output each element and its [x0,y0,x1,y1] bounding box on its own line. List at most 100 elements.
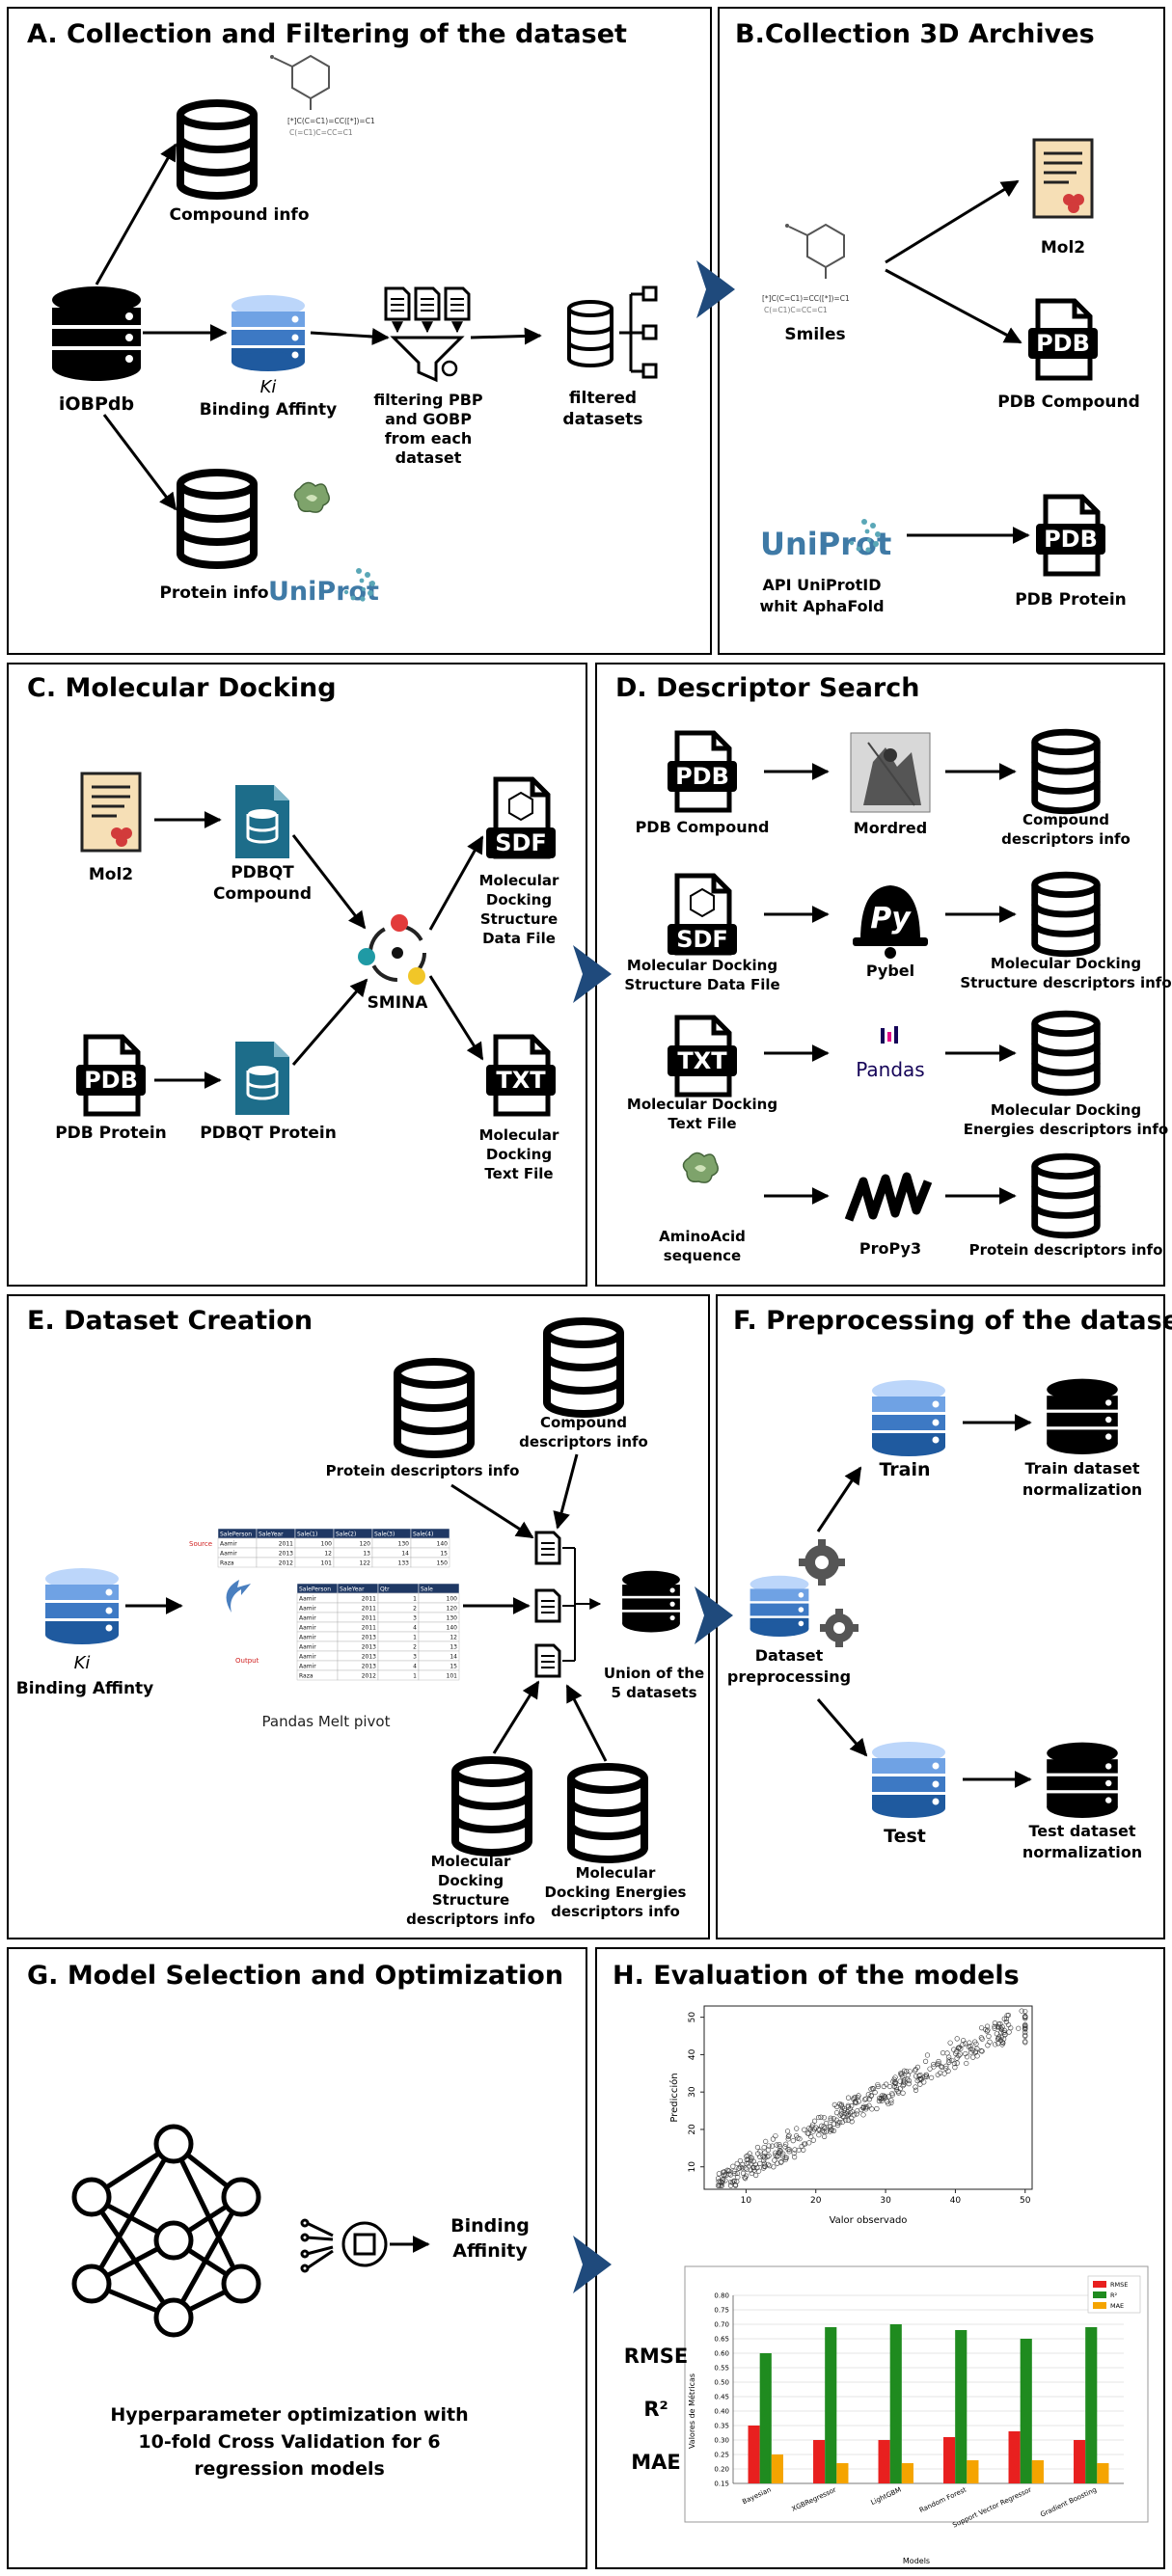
bar-rmse [813,2440,826,2483]
scatter-point [955,2046,962,2051]
scatter-point [1022,2022,1028,2029]
scatter-point [985,2027,991,2033]
scatter-point [744,2166,750,2172]
scatter-point [856,2093,861,2099]
scatter-ytick-label: 50 [688,2012,697,2023]
d-row3-output-line2: Energies descriptors info [964,1121,1168,1138]
scatter-point [927,2066,933,2072]
scatter-point [732,2168,738,2174]
scatter-point [881,2083,886,2090]
d-row4-input-line1: AminoAcid [659,1228,746,1245]
scatter-point [792,2155,798,2160]
output-table-cell-text: 12 [450,1635,457,1641]
output-table-cell-text: 3 [413,1615,417,1622]
scatter-point [811,2127,817,2132]
scatter-point [992,2023,997,2029]
scatter-point [957,2051,963,2057]
mol2-document-icon [1032,138,1094,219]
scatter-point [998,2025,1004,2031]
scatter-point [722,2178,728,2183]
scatter-point [743,2173,750,2179]
txt-label-line2: Docking [486,1146,552,1163]
bar-rmse [1074,2440,1086,2483]
scatter-point [906,2081,912,2087]
scatter-point [811,2118,818,2124]
sdf-label-line2: Docking [486,891,552,908]
test-database-icon [872,1742,945,1818]
source-table-cell-text: 140 [437,1541,449,1548]
scatter-point [845,2095,852,2101]
scatter-point [763,2138,769,2145]
scatter-point [869,2106,875,2112]
scatter-point [973,2048,979,2054]
r2-label: R² [643,2398,668,2421]
bar-mae [1031,2460,1044,2483]
scatter-point [720,2178,725,2183]
scatter-point [939,2064,945,2071]
scatter-point [791,2151,797,2156]
svg-text:Py: Py [870,902,912,935]
train-label: Train [879,1459,930,1480]
output-table-cell-text: 15 [450,1664,457,1670]
api-label-line1: API UniProtID [763,576,882,594]
scatter-point [828,2127,834,2132]
bar-ytick-label: 0.20 [714,2466,729,2474]
pdb-protein-label: PDB Protein [55,1124,167,1143]
output-table-header-text: Sale [421,1586,433,1593]
output-table-header-text: SaleYear [340,1586,365,1593]
d-row4-input-line2: sequence [664,1247,741,1264]
scatter-point [865,2092,871,2098]
molecule-icon [784,223,845,280]
scatter-point [755,2151,761,2156]
scatter-point [718,2183,723,2188]
compound-descriptors-label-line1: Compound [540,1414,627,1431]
scatter-ytick-label: 20 [688,2124,697,2135]
train-normalized-database-icon [1047,1378,1118,1454]
gears-icon [799,1539,859,1647]
mordred-image [850,732,931,813]
scatter-point [998,2029,1004,2035]
smiles-label: Smiles [784,325,845,344]
scatter-point [766,2143,772,2149]
scatter-point [813,2125,819,2130]
scatter-point [968,2043,973,2049]
scatter-point [984,2023,991,2029]
bar-mae [1097,2463,1109,2483]
scatter-point [730,2163,736,2169]
source-table-header-text: SaleYear [259,1532,284,1538]
bar-ytick-label: 0.65 [714,2336,729,2344]
source-table-cell-text: 2012 [279,1560,293,1567]
scatter-point [816,2114,822,2121]
test-norm-label-line1: Test dataset [1028,1822,1135,1840]
source-table-header-text: Sale(1) [297,1532,317,1538]
d-row4-tool: ProPy3 [859,1239,921,1258]
scatter-point [740,2170,747,2176]
scatter-point [734,2160,740,2166]
scatter-point [833,2117,839,2123]
scatter-point [952,2065,958,2071]
scatter-point [849,2103,855,2109]
scatter-point [936,2060,941,2067]
scatter-point [833,2110,840,2116]
scatter-point [939,2064,944,2070]
iobpdb-database-icon [52,286,141,381]
scatter-point [993,2042,998,2047]
scatter-point [782,2155,788,2161]
output-table-cell-text: 4 [413,1664,417,1670]
scatter-point [777,2144,782,2150]
scatter-point [951,2047,957,2052]
source-table-header-text: Sale(2) [336,1532,356,1538]
output-table-cell-text: 2011 [362,1606,376,1613]
bar-ytick-label: 0.55 [714,2365,729,2373]
output-table-cell-text: 130 [447,1615,458,1622]
scatter-point [929,2074,935,2080]
scatter-point [901,2081,907,2088]
output-table-cell-text: 100 [447,1596,458,1603]
bar-ytick-label: 0.45 [714,2394,729,2401]
scatter-point [861,2097,868,2102]
filtered-label-line1: filtered [569,389,637,408]
scatter-point [777,2148,783,2154]
source-table-header-text: SalePerson [220,1532,252,1538]
scatter-point [841,2105,848,2112]
test-label: Test [884,1826,926,1847]
